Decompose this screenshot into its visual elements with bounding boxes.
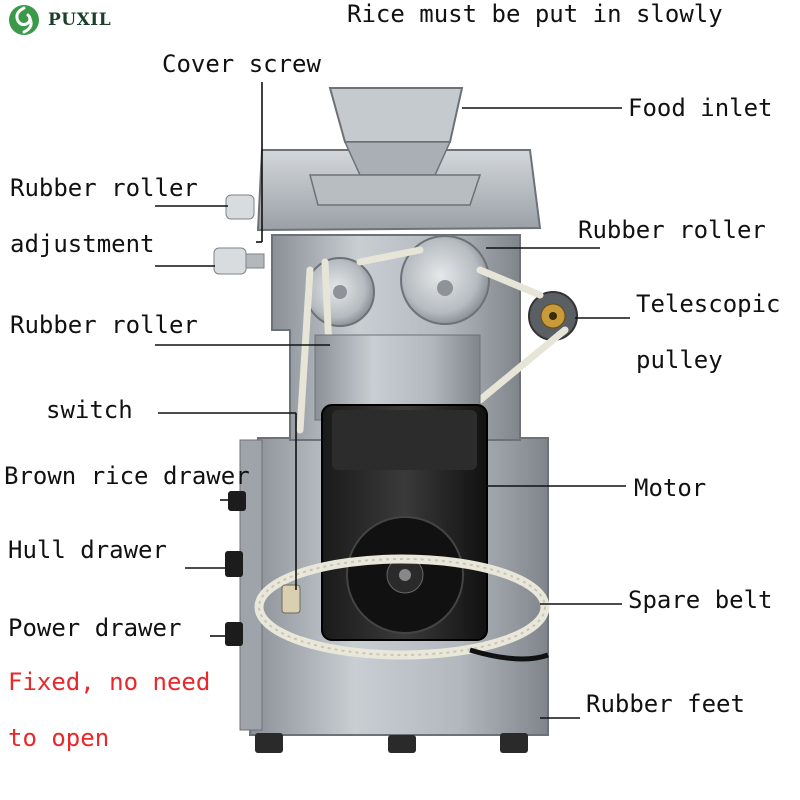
label-switch: switch: [46, 396, 133, 424]
hopper: [328, 87, 464, 143]
label-rubber-feet: Rubber feet: [586, 690, 745, 718]
label-rubber-roller-adjustment-2: adjustment: [10, 230, 155, 258]
header-note: Rice must be put in slowly: [347, 0, 723, 28]
swirl-logo-icon: [9, 5, 39, 35]
power-drawer-knob: [225, 622, 243, 646]
foot-mid: [388, 735, 416, 753]
label-pulley: pulley: [636, 346, 723, 374]
brown-rice-drawer-knob: [228, 491, 246, 511]
switch-body: [281, 584, 301, 614]
label-telescopic: Telescopic: [636, 290, 781, 318]
label-spare-belt: Spare belt: [628, 586, 773, 614]
label-motor: Motor: [634, 474, 707, 502]
foot-right: [500, 733, 528, 753]
note-fixed-line-1: Fixed, no need: [8, 668, 211, 696]
label-power-drawer: Power drawer: [8, 614, 182, 642]
foot-left: [255, 733, 283, 753]
label-brown-rice-drawer: Brown rice drawer: [4, 462, 250, 490]
label-food-inlet: Food inlet: [628, 94, 773, 122]
label-rubber-roller-right: Rubber roller: [578, 216, 766, 244]
note-fixed-line-2: to open: [8, 724, 110, 752]
brand-name: PUXIL: [48, 10, 112, 30]
hull-drawer-knob: [225, 551, 243, 577]
base-front-panel: [239, 439, 263, 731]
adjust-knob-lower: [213, 247, 247, 275]
power-cable: [469, 647, 549, 662]
label-rubber-roller-left: Rubber roller: [10, 311, 198, 339]
upper-belt: [296, 246, 569, 434]
leader-lines: [155, 82, 630, 719]
label-hull-drawer: Hull drawer: [8, 536, 167, 564]
label-cover-screw: Cover screw: [162, 50, 321, 78]
adjust-knob-upper: [225, 194, 255, 220]
brand-logo: PUXIL: [6, 2, 111, 38]
label-rubber-roller-adjustment-1: Rubber roller: [10, 174, 198, 202]
